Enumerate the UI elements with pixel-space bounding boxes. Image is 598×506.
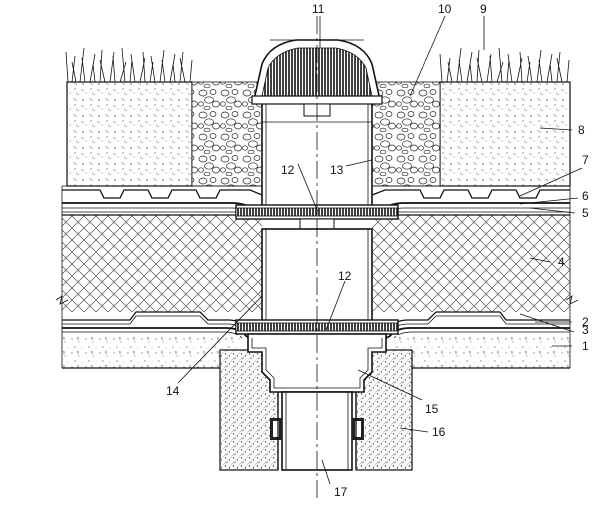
callout-1: 1	[582, 339, 589, 353]
callout-6: 6	[582, 189, 589, 203]
callout-2: 2	[582, 315, 589, 329]
callout-17: 17	[334, 485, 348, 499]
callout-9: 9	[480, 2, 487, 16]
leader-lines	[177, 15, 583, 485]
callout-4: 4	[558, 255, 565, 269]
gravel-fill	[191, 81, 441, 187]
callout-12-lower: 12	[338, 269, 352, 283]
callout-8: 8	[578, 123, 585, 137]
callout-10: 10	[438, 2, 452, 16]
grass-right	[439, 47, 570, 83]
insulation-layer	[55, 214, 579, 312]
callout-16: 16	[432, 425, 446, 439]
callout-15: 15	[425, 402, 439, 416]
soil-layer-left	[66, 81, 193, 187]
callout-5: 5	[582, 206, 589, 220]
callout-12-upper: 12	[281, 163, 295, 177]
callout-13: 13	[330, 163, 344, 177]
concrete-collar	[219, 349, 413, 471]
callout-3: 3	[582, 323, 589, 337]
soil-layer-right	[439, 81, 571, 187]
grass-left	[65, 47, 193, 83]
callout-7: 7	[582, 153, 589, 167]
concrete-slab	[61, 186, 571, 369]
drain-body	[235, 99, 399, 471]
callout-11: 11	[312, 2, 325, 16]
drainage-membrane	[62, 185, 570, 199]
callout-14: 14	[166, 384, 180, 398]
callout-labels: 1 2 3 4 5 6 7 8 9 10 11 12 12 13 14 15 1…	[166, 2, 589, 499]
